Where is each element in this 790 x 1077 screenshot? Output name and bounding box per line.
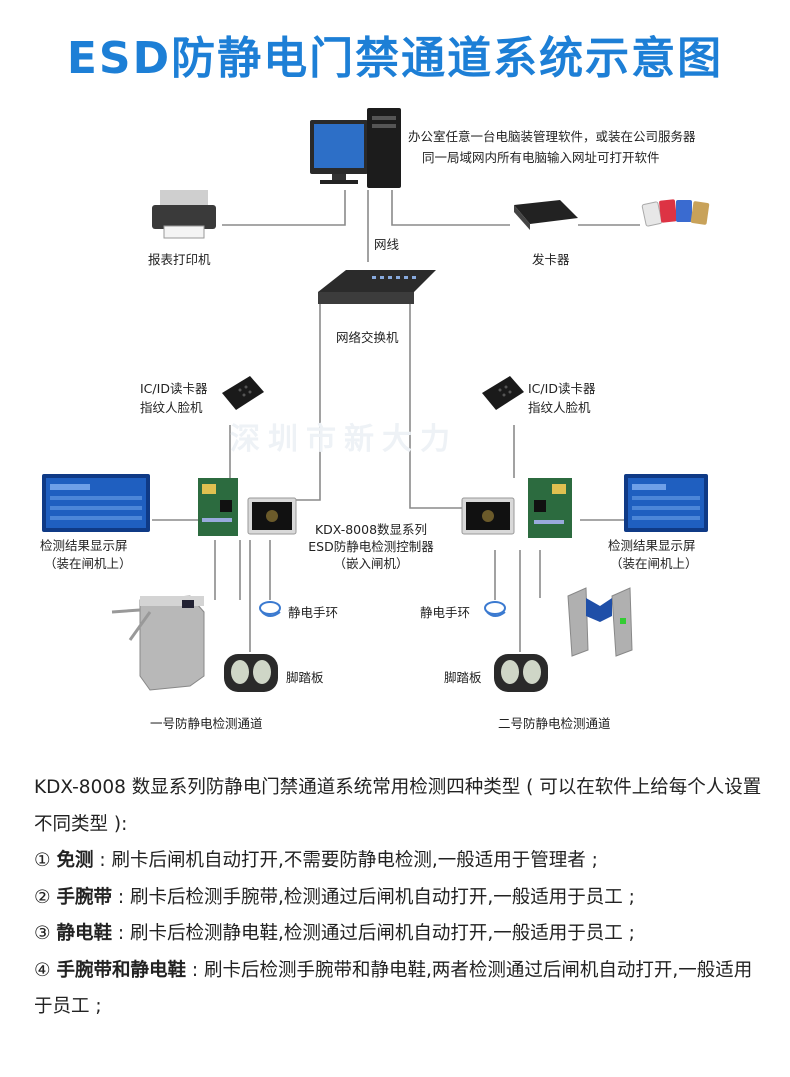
foot-right-label: 脚踏板 bbox=[444, 670, 482, 685]
watermark-logo: 深圳市新大力 bbox=[230, 422, 458, 457]
screen-right-label-1: 检测结果显示屏 bbox=[608, 538, 696, 553]
card-issuer-icon bbox=[514, 200, 578, 230]
channel-1-label: 一号防静电检测通道 bbox=[150, 716, 263, 731]
item-text: : 刷卡后检测静电鞋,检测通过后闸机自动打开,一般适用于员工 ; bbox=[112, 923, 635, 944]
printer-label: 报表打印机 bbox=[148, 252, 211, 267]
description-item: ② 手腕带 : 刷卡后检测手腕带,检测通过后闸机自动打开,一般适用于员工 ; bbox=[34, 880, 764, 917]
item-text: : 刷卡后闸机自动打开,不需要防静电检测,一般适用于管理者 ; bbox=[93, 850, 598, 871]
wrist-right-label: 静电手环 bbox=[420, 605, 471, 620]
controller-label-2: ESD防静电检测控制器 bbox=[308, 539, 434, 554]
item-name: 手腕带和静电鞋 bbox=[56, 959, 186, 981]
connection-lines bbox=[152, 190, 640, 652]
screen-right-label-2: （装在闸机上） bbox=[610, 556, 698, 571]
description-item: ① 免测 : 刷卡后闸机自动打开,不需要防静电检测,一般适用于管理者 ; bbox=[34, 843, 764, 880]
controller-board-icon bbox=[528, 478, 572, 538]
network-switch-icon bbox=[318, 270, 436, 304]
item-text: : 刷卡后检测手腕带和静电鞋,两者检测通过后闸机自动打开,一般适用于员工 ; bbox=[34, 959, 753, 1018]
item-name: 静电鞋 bbox=[56, 923, 112, 944]
pc-label-line2: 同一局域网内所有电脑输入网址可打开软件 bbox=[422, 150, 660, 165]
pc-label-line1: 办公室任意一台电脑装管理软件，或装在公司服务器 bbox=[408, 129, 696, 144]
controller-label-1: KDX-8008数显系列 bbox=[314, 522, 428, 537]
controller-board-icon bbox=[198, 478, 238, 536]
item-number: ④ bbox=[34, 959, 51, 981]
turnstile-icon bbox=[111, 595, 205, 691]
system-diagram: 深圳市新大力 办公室任意一台电脑装管理软件，或装在公司服务器 同一局域网内所有电… bbox=[40, 108, 710, 731]
foot-pedal-icon bbox=[224, 654, 278, 692]
switch-label: 网络交换机 bbox=[336, 330, 399, 345]
wrist-strap-icon bbox=[259, 601, 281, 617]
item-number: ① bbox=[34, 850, 51, 871]
wrist-left-label: 静电手环 bbox=[288, 605, 339, 620]
description-intro: KDX-8008 数显系列防静电门禁通道系统常用检测四种类型 ( 可以在软件上给… bbox=[34, 777, 762, 835]
item-text: : 刷卡后检测手腕带,检测通过后闸机自动打开,一般适用于员工 ; bbox=[112, 886, 635, 908]
controller-label-3: （嵌入闸机） bbox=[333, 556, 409, 571]
card-reader-icon bbox=[482, 376, 524, 410]
wrist-strap-icon bbox=[484, 601, 506, 617]
item-name: 手腕带 bbox=[56, 886, 112, 908]
controller-panel-icon bbox=[247, 497, 297, 535]
display-screen-icon bbox=[42, 474, 150, 532]
reader-right-label-2: 指纹人脸机 bbox=[528, 400, 591, 415]
channel-2-label: 二号防静电检测通道 bbox=[498, 716, 611, 731]
controller-panel-icon bbox=[461, 497, 515, 535]
screen-left-label-2: （装在闸机上） bbox=[44, 556, 132, 571]
foot-pedal-icon bbox=[494, 654, 548, 692]
network-cable-label: 网线 bbox=[374, 237, 400, 252]
item-name: 免测 bbox=[56, 850, 94, 871]
foot-left-label: 脚踏板 bbox=[286, 670, 324, 685]
cards-icon bbox=[641, 199, 710, 227]
description-item: ③ 静电鞋 : 刷卡后检测静电鞋,检测通过后闸机自动打开,一般适用于员工 ; bbox=[34, 916, 764, 953]
card-reader-icon bbox=[222, 376, 264, 410]
screen-left-label-1: 检测结果显示屏 bbox=[40, 538, 128, 553]
description-item: ④ 手腕带和静电鞋 : 刷卡后检测手腕带和静电鞋,两者检测通过后闸机自动打开,一… bbox=[34, 953, 764, 1026]
display-screen-icon bbox=[624, 474, 708, 532]
diagram-graphics bbox=[42, 108, 710, 692]
reader-left-label-1: IC/ID读卡器 bbox=[140, 381, 208, 396]
reader-left-label-2: 指纹人脸机 bbox=[140, 400, 203, 415]
card-issuer-label: 发卡器 bbox=[532, 252, 570, 267]
printer-icon bbox=[152, 190, 216, 239]
page-title: ESD防静电门禁通道系统示意图 bbox=[66, 33, 724, 84]
flap-barrier-icon bbox=[567, 587, 633, 657]
pc-tower-icon bbox=[367, 108, 401, 188]
item-number: ③ bbox=[34, 923, 51, 944]
reader-right-label-1: IC/ID读卡器 bbox=[528, 381, 596, 396]
monitor-icon bbox=[310, 120, 368, 184]
description-block: KDX-8008 数显系列防静电门禁通道系统常用检测四种类型 ( 可以在软件上给… bbox=[34, 770, 764, 1026]
item-number: ② bbox=[34, 886, 51, 908]
